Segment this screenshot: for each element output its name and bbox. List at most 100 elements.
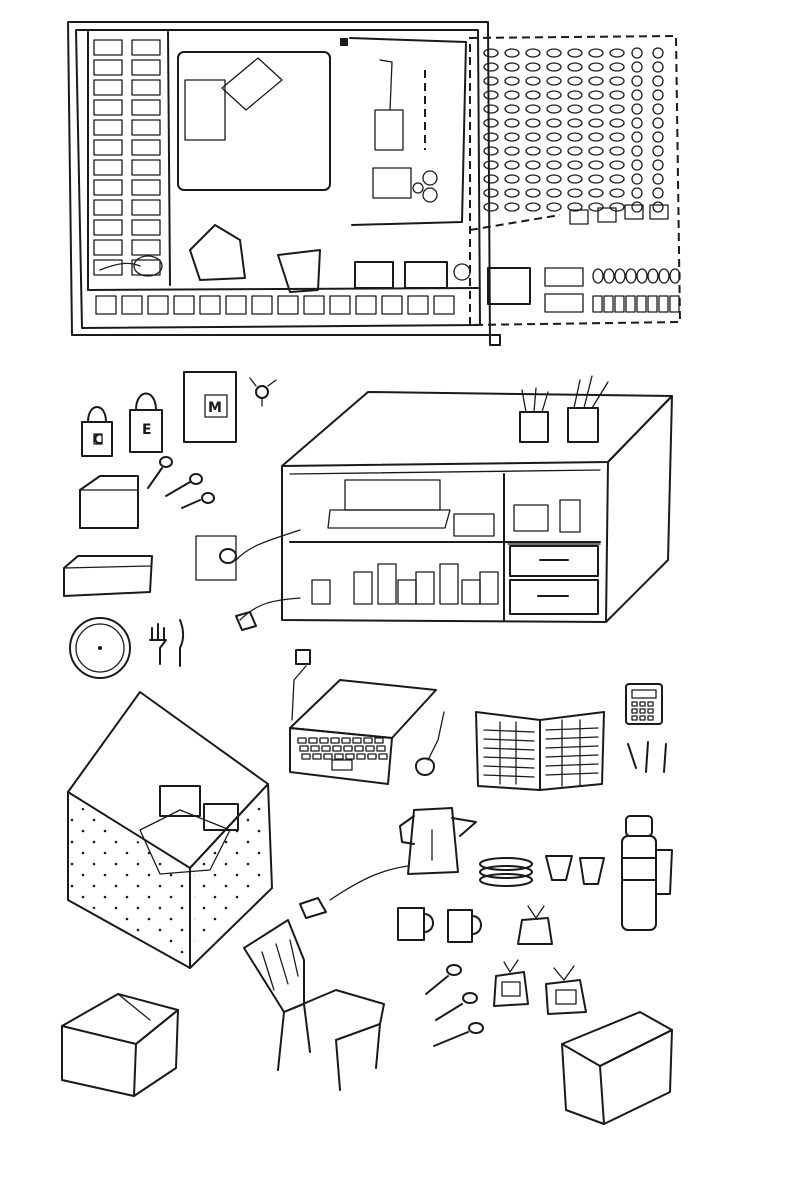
stored-item xyxy=(546,62,562,72)
stored-item xyxy=(546,90,562,100)
bottle xyxy=(669,295,680,313)
stored-item xyxy=(588,90,604,100)
bottle xyxy=(592,295,603,313)
stored-item xyxy=(567,188,583,198)
coffee-bag-label: M xyxy=(208,400,222,416)
stored-item xyxy=(652,61,664,73)
laptop-key xyxy=(356,753,366,760)
stored-item xyxy=(483,48,499,58)
stored-item xyxy=(546,118,562,128)
stored-item xyxy=(609,132,625,142)
jar xyxy=(415,571,435,605)
jar xyxy=(479,571,499,605)
stored-item xyxy=(609,104,625,114)
laptop-key xyxy=(297,737,307,744)
storage-box xyxy=(303,295,325,315)
bottle xyxy=(625,268,637,284)
stored-item xyxy=(652,89,664,101)
box-lid xyxy=(79,475,139,529)
stored-item xyxy=(609,48,625,58)
stored-item xyxy=(609,160,625,170)
storage-box xyxy=(121,295,143,315)
laptop-key xyxy=(323,753,333,760)
jar xyxy=(377,563,397,605)
storage-box xyxy=(433,295,455,315)
flat-box xyxy=(63,555,153,597)
laptop-key xyxy=(378,753,388,760)
stored-item xyxy=(525,90,541,100)
stored-item xyxy=(504,104,520,114)
electric-kettle xyxy=(399,807,477,875)
storage-box xyxy=(93,59,123,76)
stored-item xyxy=(504,62,520,72)
storage-box xyxy=(93,139,123,156)
stored-items-grid xyxy=(483,47,664,213)
bottle xyxy=(647,295,658,313)
stored-item xyxy=(588,188,604,198)
bottle xyxy=(592,268,604,284)
laptop-key xyxy=(365,745,375,752)
stored-item xyxy=(483,62,499,72)
stored-item xyxy=(652,173,664,185)
calculator xyxy=(625,683,663,725)
utensil-cup xyxy=(567,407,599,443)
storage-box xyxy=(131,259,161,276)
storage-box xyxy=(93,79,123,96)
charger xyxy=(295,649,311,665)
storage-annex xyxy=(469,34,682,327)
stored-item xyxy=(504,174,520,184)
laptop-key xyxy=(352,737,362,744)
storage-box xyxy=(131,159,161,176)
stored-item xyxy=(567,48,583,58)
plastic-chair xyxy=(243,919,385,1091)
coffee-bag xyxy=(183,371,237,443)
laptop-key xyxy=(354,745,364,752)
stored-item xyxy=(567,118,583,128)
bottle xyxy=(636,295,647,313)
storage-box xyxy=(131,199,161,216)
stored-item xyxy=(546,132,562,142)
wall-socket xyxy=(195,535,237,581)
kettle-plug xyxy=(299,897,327,919)
storage-box xyxy=(131,139,161,156)
stored-item xyxy=(609,90,625,100)
crate xyxy=(404,261,448,289)
stored-item xyxy=(631,201,643,213)
kitchen-counter xyxy=(281,375,673,623)
stored-item xyxy=(546,160,562,170)
tea-bag xyxy=(493,959,529,1007)
stored-item xyxy=(525,104,541,114)
storage-box xyxy=(131,219,161,236)
storage-box xyxy=(93,159,123,176)
stored-item xyxy=(504,146,520,156)
stored-item xyxy=(567,90,583,100)
stored-item xyxy=(567,76,583,86)
laptop-key xyxy=(312,753,322,760)
storage-box xyxy=(93,99,123,116)
stored-item xyxy=(652,187,664,199)
laptop-key xyxy=(376,745,386,752)
stored-item xyxy=(588,48,604,58)
laptop-key xyxy=(308,737,318,744)
utensil-cup xyxy=(519,411,549,443)
stored-item xyxy=(567,202,583,212)
stored-item xyxy=(525,48,541,58)
plug xyxy=(235,611,257,631)
chair-left xyxy=(189,224,246,281)
stored-item xyxy=(652,103,664,115)
stored-item xyxy=(525,160,541,170)
tin-e xyxy=(129,392,163,453)
stored-item xyxy=(609,202,625,212)
stored-item xyxy=(483,174,499,184)
stored-item xyxy=(609,146,625,156)
floor-plan xyxy=(67,21,682,346)
stored-item xyxy=(525,174,541,184)
spoons xyxy=(147,456,215,509)
laptop-key xyxy=(341,737,351,744)
stored-item xyxy=(631,61,643,73)
stored-item xyxy=(483,202,499,212)
cup xyxy=(579,857,605,885)
storage-box xyxy=(199,295,221,315)
stored-item xyxy=(652,75,664,87)
